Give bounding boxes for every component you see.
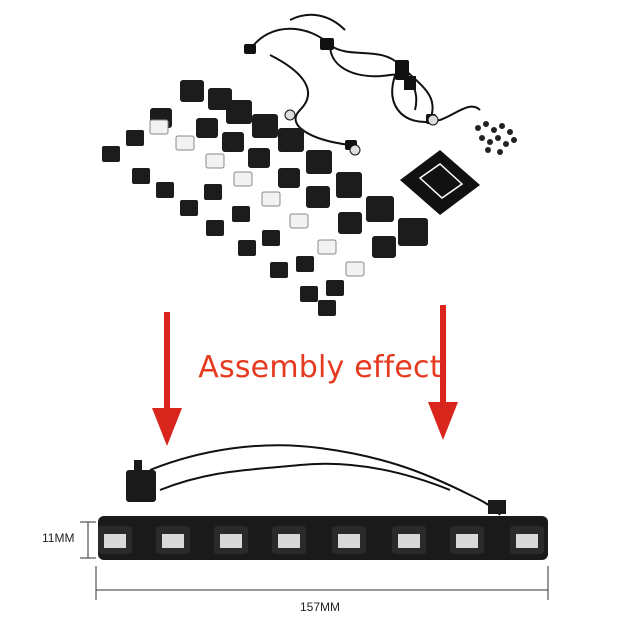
arrow-down-icon <box>428 305 458 440</box>
plug-connector <box>488 500 506 514</box>
length-dimension <box>95 566 549 600</box>
bar-wiring <box>149 444 501 516</box>
bar-frame <box>98 516 548 560</box>
height-label: 11MM <box>42 531 75 545</box>
switch-module <box>126 460 156 502</box>
lens-pieces <box>149 119 365 277</box>
light-pods <box>102 80 428 316</box>
screws <box>475 121 517 155</box>
mounting-plate <box>400 150 480 215</box>
length-label: 157MM <box>299 600 340 614</box>
height-dimension <box>80 521 96 559</box>
assembly-caption: Assembly effect <box>198 350 442 385</box>
light-pods-assembled <box>98 526 544 554</box>
arrow-down-icon <box>152 312 182 446</box>
wire-connectors <box>244 38 439 156</box>
